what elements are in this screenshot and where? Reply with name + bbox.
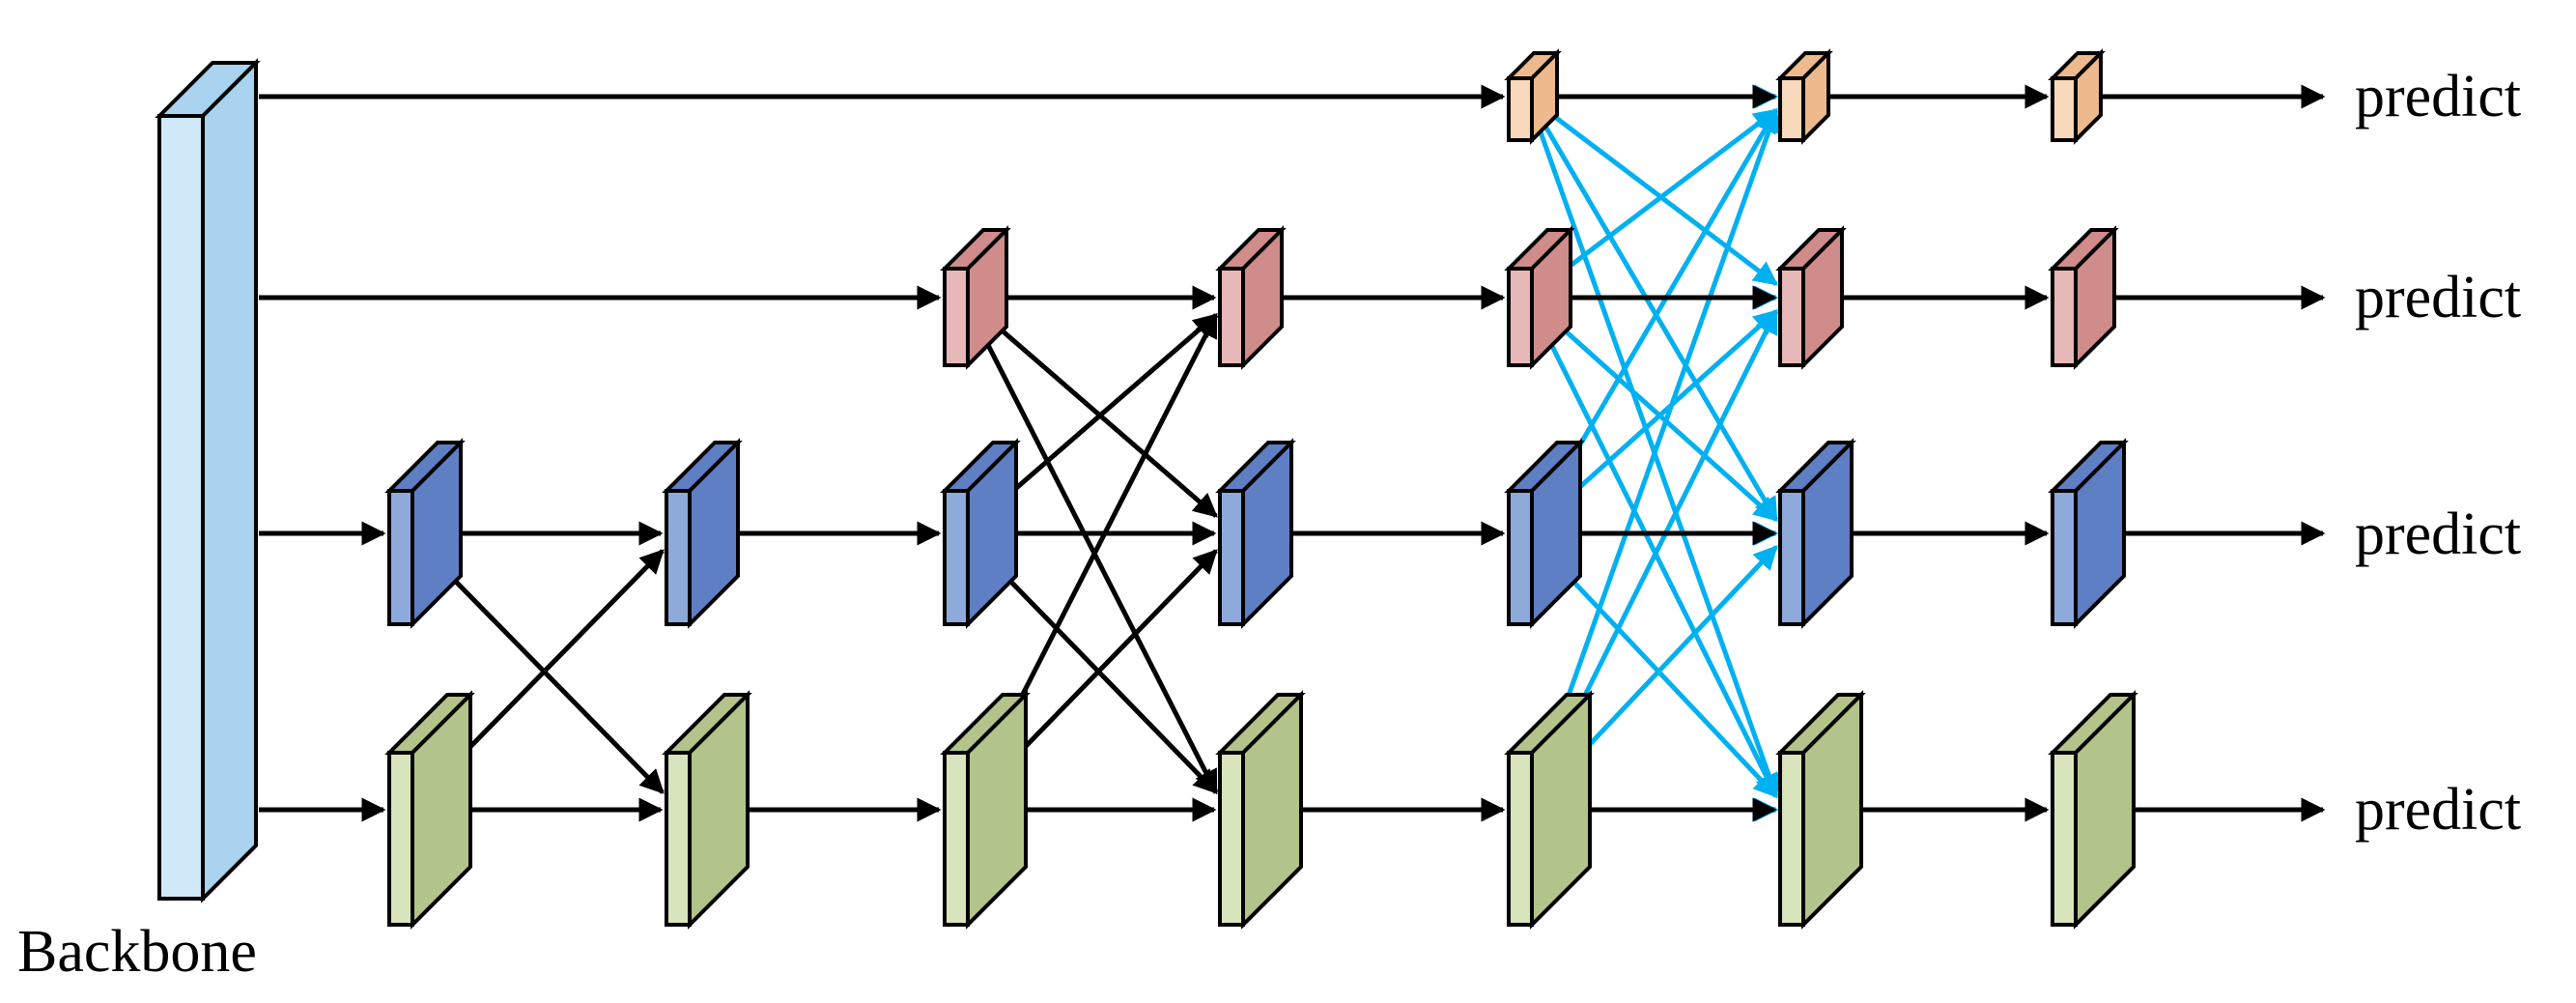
- backbone-label: Backbone: [17, 919, 257, 985]
- feature-block-level-4-col-7: [2048, 690, 2138, 930]
- feature-block-level-3-col-4: [1215, 438, 1296, 629]
- feature-block-level-2-col-5: [1504, 225, 1575, 370]
- feature-block-level-3-col-7: [2048, 438, 2129, 629]
- feature-block-level-2-col-3: [940, 225, 1011, 370]
- text-labels: Backbone predict predict predict predict: [17, 64, 2521, 985]
- feature-block-level-2-col-6: [1775, 225, 1847, 370]
- feature-block-level-2-col-7: [2048, 225, 2119, 370]
- feature-block-level-3-col-6-front-face: [1778, 489, 1805, 626]
- feature-block-level-4-col-1-front-face: [387, 751, 414, 927]
- feature-block-level-4-col-4: [1215, 690, 1306, 930]
- feature-block-level-3-col-6: [1775, 438, 1856, 629]
- black-connections: [259, 84, 2326, 822]
- feature-block-level-3-col-4-front-face: [1218, 489, 1245, 626]
- feature-block-level-3-col-1-front-face: [387, 489, 414, 626]
- feature-block-level-4-col-4-front-face: [1218, 751, 1245, 927]
- feature-block-level-1-col-6-front-face: [1778, 76, 1805, 142]
- predict-label-level-2: predict: [2355, 265, 2521, 330]
- feature-blocks: [155, 48, 2138, 930]
- feature-block-level-1-col-7: [2048, 48, 2106, 145]
- predict-label-level-3: predict: [2355, 502, 2521, 567]
- feature-block-level-1-col-5: [1504, 48, 1562, 145]
- fusion-l1-to-l2-arrow: [1526, 95, 1778, 286]
- feature-block-level-3-col-5-front-face: [1507, 489, 1534, 626]
- fusion-l1-to-l4-arrow: [1525, 96, 1781, 799]
- stage2-cross-l2-to-l3-arrow: [962, 296, 1218, 518]
- feature-block-level-4-col-1: [384, 690, 475, 930]
- feature-block-level-4-col-3: [940, 690, 1031, 930]
- feature-block-level-4-col-2: [662, 690, 752, 930]
- feature-block-level-3-col-3-front-face: [943, 489, 970, 626]
- predict-label-level-4: predict: [2355, 777, 2521, 843]
- feature-block-level-4-col-6-front-face: [1778, 751, 1805, 927]
- feature-block-level-4-col-5-front-face: [1507, 751, 1534, 927]
- feature-block-level-2-col-6-front-face: [1778, 267, 1805, 367]
- fusion-l2-to-l3-arrow: [1526, 296, 1778, 522]
- feature-block-level-2-col-3-front-face: [943, 267, 970, 367]
- feature-block-level-3-col-3: [940, 438, 1021, 629]
- backbone-block-front-face: [157, 114, 205, 901]
- backbone-block: [155, 58, 261, 903]
- feature-block-level-3-col-7-front-face: [2051, 489, 2078, 626]
- feature-block-level-2-col-5-front-face: [1507, 267, 1534, 367]
- feature-block-level-3-col-1: [384, 438, 466, 629]
- feature-block-level-2-col-4: [1215, 225, 1287, 370]
- fusion-l2-to-l4-arrow: [1525, 296, 1779, 799]
- feature-block-level-4-col-3-front-face: [943, 751, 970, 927]
- feature-block-level-4-col-7-front-face: [2051, 751, 2078, 927]
- feature-block-level-4-col-2-front-face: [665, 751, 692, 927]
- feature-block-level-2-col-4-front-face: [1218, 267, 1245, 367]
- backbone-block-side-face: [201, 58, 258, 903]
- feature-block-level-3-col-5: [1504, 438, 1585, 629]
- feature-block-level-2-col-7-front-face: [2051, 267, 2078, 367]
- fusion-l1-to-l3-arrow: [1525, 95, 1779, 523]
- feature-block-level-3-col-2-front-face: [665, 489, 692, 626]
- feature-block-level-3-col-2: [662, 438, 743, 629]
- feature-block-level-4-col-5: [1504, 690, 1595, 930]
- stage2-cross-l2-to-l4-arrow: [961, 296, 1219, 795]
- feature-block-level-1-col-7-front-face: [2051, 76, 2078, 142]
- feature-block-level-1-col-5-front-face: [1507, 76, 1534, 142]
- feature-block-level-4-col-6: [1775, 690, 1866, 930]
- predict-label-level-1: predict: [2355, 64, 2521, 129]
- feature-block-level-1-col-6: [1775, 48, 1833, 145]
